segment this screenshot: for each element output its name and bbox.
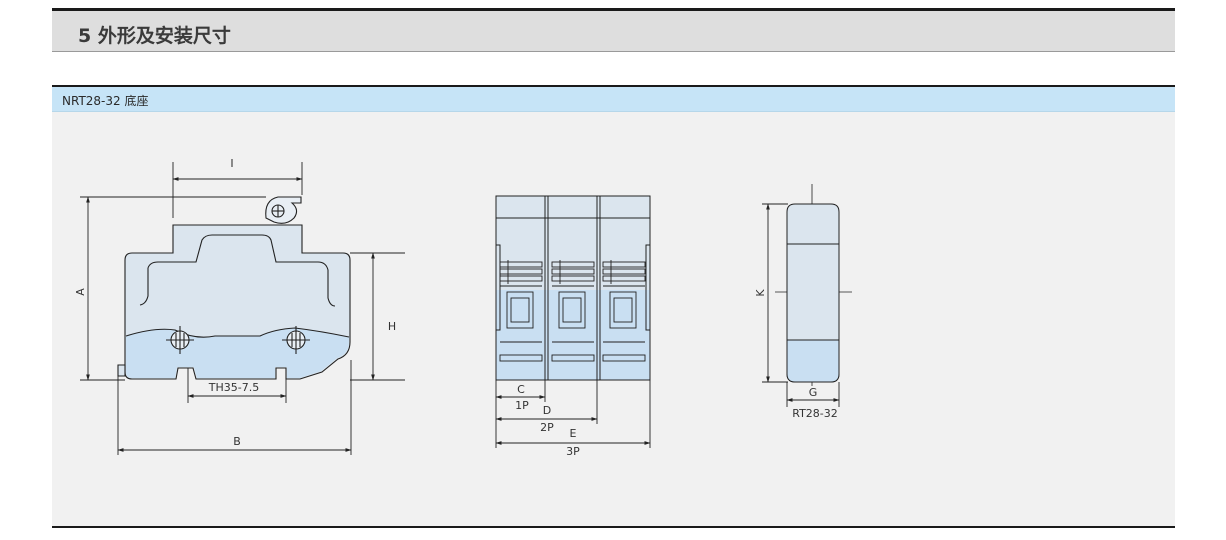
top-clip (265, 196, 302, 224)
dim-label-D: D (543, 404, 551, 417)
pole-2 (551, 260, 595, 362)
dim-label-H: H (388, 320, 396, 333)
dim-label-G: G (809, 386, 818, 399)
pole-1 (499, 260, 543, 362)
dim-label-E: E (570, 427, 577, 440)
front-view-poles (499, 260, 646, 362)
pole-3 (602, 260, 646, 362)
panel-title: NRT28-32 底座 (62, 94, 149, 108)
side-view (117, 196, 351, 380)
dim-label-3P: 3P (566, 445, 580, 458)
dim-label-I: I (230, 157, 233, 170)
dim-label-K: K (754, 289, 767, 297)
fuse-end-cap-bottom (786, 339, 840, 383)
dim-label-1P: 1P (515, 399, 529, 412)
dim-label-C: C (517, 383, 525, 396)
dim-label-rail: TH35-7.5 (208, 381, 259, 394)
dim-label-B: B (233, 435, 241, 448)
front-view-dimensions (495, 380, 651, 448)
fuse-link (775, 184, 852, 386)
section-title: 5 外形及安装尺寸 (78, 25, 231, 47)
section-header: 5 外形及安装尺寸 (52, 8, 1175, 52)
fuse-model-label: RT28-32 (792, 407, 838, 420)
screw-left (166, 326, 194, 354)
dim-label-2P: 2P (540, 421, 554, 434)
side-view-dimensions (80, 162, 405, 455)
dim-label-A: A (74, 288, 87, 296)
fuse-dimensions (762, 203, 840, 407)
front-view (495, 195, 651, 381)
panel-title-bar: NRT28-32 底座 (52, 87, 1175, 112)
screw-right (282, 326, 310, 354)
